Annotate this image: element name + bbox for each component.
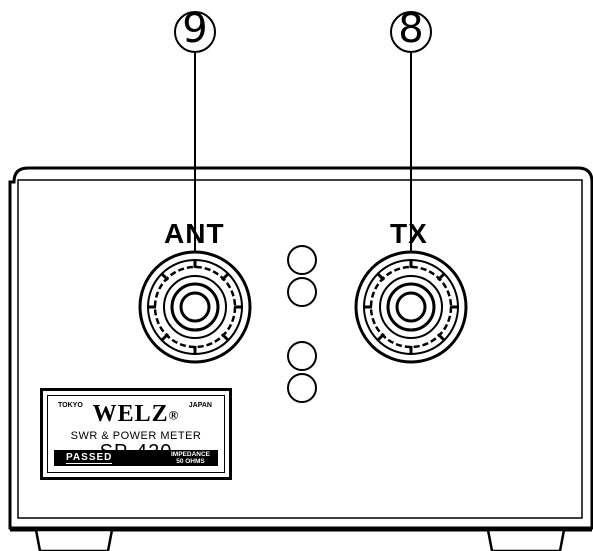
cabinet-inner-frame xyxy=(17,179,583,519)
feet xyxy=(34,528,566,551)
nameplate-reg-mark: ® xyxy=(168,407,180,423)
nameplate-country: JAPAN xyxy=(188,402,212,409)
foot-right xyxy=(486,528,566,551)
nameplate-impedance: IMPEDANCE 50 OHMS xyxy=(171,451,210,465)
callout-circle-left xyxy=(174,11,216,53)
nameplate-band: PASSED IMPEDANCE 50 OHMS xyxy=(54,450,218,466)
tx-label: TX xyxy=(390,218,428,249)
ant-connector xyxy=(138,250,252,364)
ant-label: ANT xyxy=(164,218,225,249)
callout-number-right: 8 xyxy=(398,6,424,52)
callout-circle-right xyxy=(390,11,432,53)
nameplate-impedance-line2: 50 OHMS xyxy=(176,458,205,465)
mounting-holes xyxy=(287,245,317,403)
nameplate: TOKYO JAPAN WELZ® SWR & POWER METER SP-4… xyxy=(40,388,232,480)
nameplate-brand: WELZ xyxy=(92,401,169,427)
hole-4 xyxy=(287,373,317,403)
nameplate-city: TOKYO xyxy=(58,402,83,409)
hole-2 xyxy=(287,277,317,307)
nameplate-impedance-line1: IMPEDANCE xyxy=(170,451,210,458)
callout-number-left: 9 xyxy=(182,6,208,52)
nameplate-brand-row: WELZ® xyxy=(48,401,224,428)
nameplate-inner-border: TOKYO JAPAN WELZ® SWR & POWER METER SP-4… xyxy=(47,395,225,473)
hole-1 xyxy=(287,245,317,275)
nameplate-passed: PASSED xyxy=(66,452,113,464)
tx-connector xyxy=(354,250,468,364)
hole-3 xyxy=(287,341,317,371)
nameplate-description: SWR & POWER METER xyxy=(70,430,202,442)
foot-left xyxy=(34,528,114,551)
